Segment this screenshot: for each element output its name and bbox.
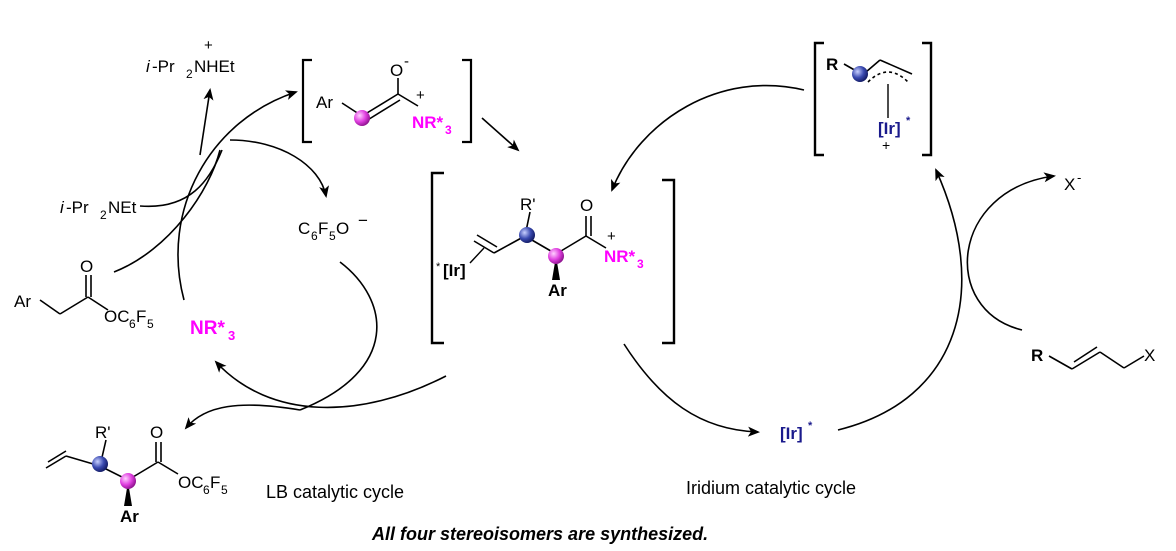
svg-text:-Pr: -Pr [152, 57, 175, 76]
lewis-base-catalyst: NR* 3 [190, 318, 235, 343]
ammonium-salt-label: i -Pr 2 NHEt + [146, 37, 235, 81]
svg-text:R: R [1031, 346, 1043, 365]
central-intermediate: * [Ir] R' O Ar NR* 3 + [430, 171, 676, 345]
svg-text:NR*: NR* [190, 318, 225, 339]
svg-text:*: * [906, 115, 911, 127]
pi-allyl-iridium-intermediate: R [Ir] * + [813, 41, 933, 157]
amine-base-label: i -Pr 2 NEt [60, 198, 137, 222]
svg-text:[Ir]: [Ir] [780, 424, 803, 443]
svg-text:-: - [404, 53, 409, 70]
svg-text:i: i [60, 198, 65, 217]
svg-text:6: 6 [203, 483, 210, 497]
svg-text:-Pr: -Pr [66, 198, 89, 217]
svg-text:6: 6 [311, 229, 318, 243]
svg-text:O: O [336, 219, 349, 238]
svg-text:3: 3 [228, 328, 235, 343]
svg-text:+: + [416, 87, 425, 104]
phenoxide-label: C 6 F 5 O − [298, 211, 368, 243]
svg-text:+: + [607, 228, 616, 245]
svg-text:X: X [1144, 346, 1155, 365]
svg-text:C: C [298, 219, 310, 238]
svg-text:Ar: Ar [548, 281, 567, 300]
svg-text:F: F [210, 473, 220, 492]
svg-text:[Ir]: [Ir] [443, 261, 466, 280]
svg-text:*: * [808, 420, 813, 432]
enolate-intermediate: Ar O - NR* 3 + [301, 53, 473, 144]
svg-text:F: F [318, 219, 328, 238]
blue-stereocenter-sphere [852, 66, 868, 82]
svg-text:2: 2 [100, 208, 107, 222]
lb-cycle-caption: LB catalytic cycle [266, 482, 404, 502]
ester-substrate: Ar O OC 6 F 5 [14, 257, 154, 331]
svg-text:[Ir]: [Ir] [878, 119, 901, 138]
svg-text:O: O [150, 423, 163, 442]
blue-stereocenter-sphere [519, 227, 535, 243]
svg-text:O: O [580, 196, 593, 215]
svg-text:X: X [1064, 175, 1075, 194]
svg-text:+: + [204, 37, 213, 54]
svg-text:-: - [1077, 170, 1081, 185]
lb-cycle-arrows [113, 88, 520, 430]
svg-text:R: R [826, 55, 838, 74]
svg-text:3: 3 [637, 257, 644, 271]
free-iridium-catalyst: [Ir] * [780, 420, 813, 443]
svg-text:F: F [136, 307, 146, 326]
magenta-stereocenter-sphere [548, 248, 564, 264]
svg-text:O: O [80, 257, 93, 276]
svg-text:*: * [436, 261, 441, 273]
svg-text:2: 2 [186, 67, 193, 81]
svg-text:i: i [146, 57, 151, 76]
svg-text:Ar: Ar [14, 292, 31, 311]
footer-note: All four stereoisomers are synthesized. [371, 524, 708, 544]
iridium-cycle-arrows [611, 84, 1056, 437]
svg-text:O: O [390, 61, 403, 80]
svg-text:−: − [358, 211, 368, 230]
allyl-substrate: R X [1031, 346, 1155, 370]
svg-text:OC: OC [104, 307, 130, 326]
ir-cycle-caption: Iridium catalytic cycle [686, 478, 856, 498]
svg-text:Ar: Ar [316, 93, 333, 112]
leaving-group-label: X - [1064, 170, 1081, 194]
svg-text:R': R' [520, 195, 536, 214]
svg-text:NR*: NR* [604, 247, 636, 266]
svg-text:NR*: NR* [412, 113, 444, 132]
svg-text:6: 6 [129, 317, 136, 331]
svg-text:3: 3 [445, 123, 452, 137]
svg-text:NEt: NEt [108, 198, 137, 217]
svg-text:NHEt: NHEt [194, 57, 235, 76]
blue-stereocenter-sphere [92, 456, 108, 472]
magenta-stereocenter-sphere [354, 110, 370, 126]
svg-text:5: 5 [147, 317, 154, 331]
svg-text:R': R' [95, 423, 111, 442]
svg-text:+: + [882, 137, 890, 153]
svg-text:5: 5 [329, 229, 336, 243]
svg-text:Ar: Ar [120, 507, 139, 526]
svg-text:OC: OC [178, 473, 204, 492]
product-molecule: R' O OC 6 F 5 Ar [45, 423, 228, 526]
magenta-stereocenter-sphere [120, 473, 136, 489]
svg-text:5: 5 [221, 483, 228, 497]
